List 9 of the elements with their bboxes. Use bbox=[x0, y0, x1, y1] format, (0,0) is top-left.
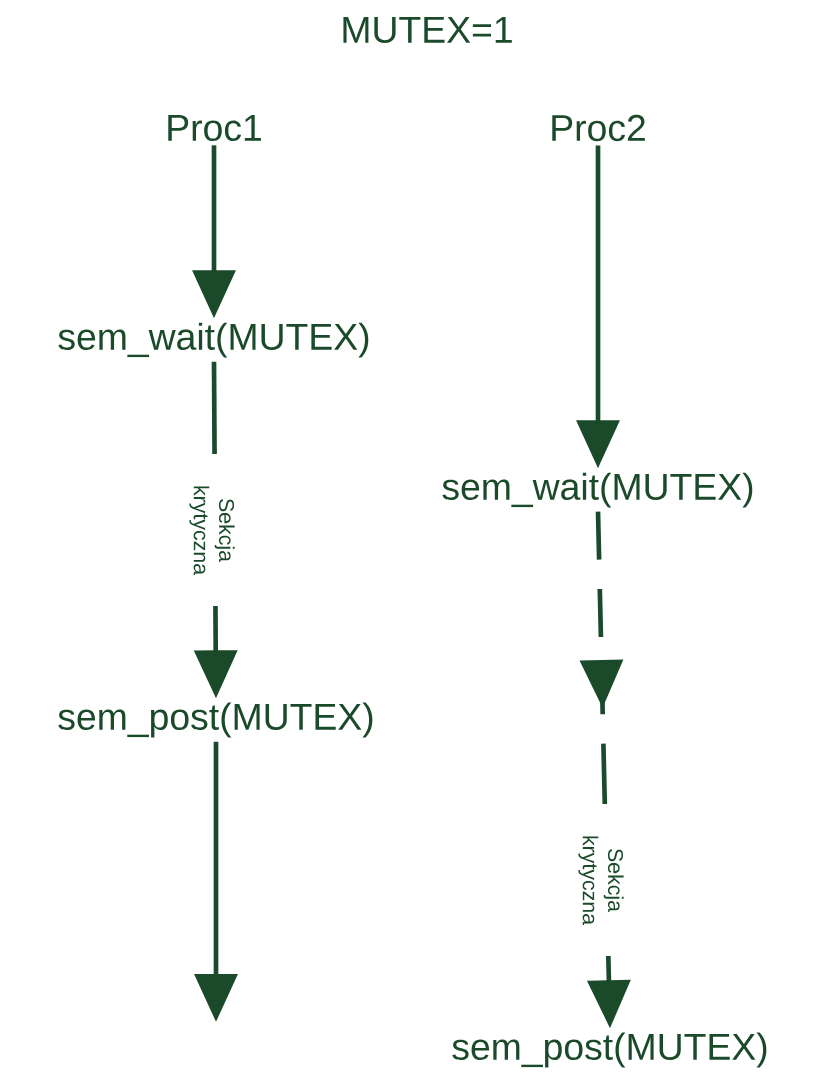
edge-label: Sekcja krytyczna bbox=[575, 804, 627, 956]
process-label: sem_post(MUTEX) bbox=[58, 702, 373, 738]
title: MUTEX=1 bbox=[343, 17, 512, 43]
edge-label: Sekcja krytyczna bbox=[186, 454, 238, 606]
process-label: sem_post(MUTEX) bbox=[452, 1032, 767, 1068]
process-label: Proc1 bbox=[168, 115, 261, 141]
process-label: sem_wait(MUTEX) bbox=[58, 322, 369, 358]
process-label: sem_wait(MUTEX) bbox=[442, 472, 753, 508]
process-label: Proc2 bbox=[552, 114, 645, 142]
